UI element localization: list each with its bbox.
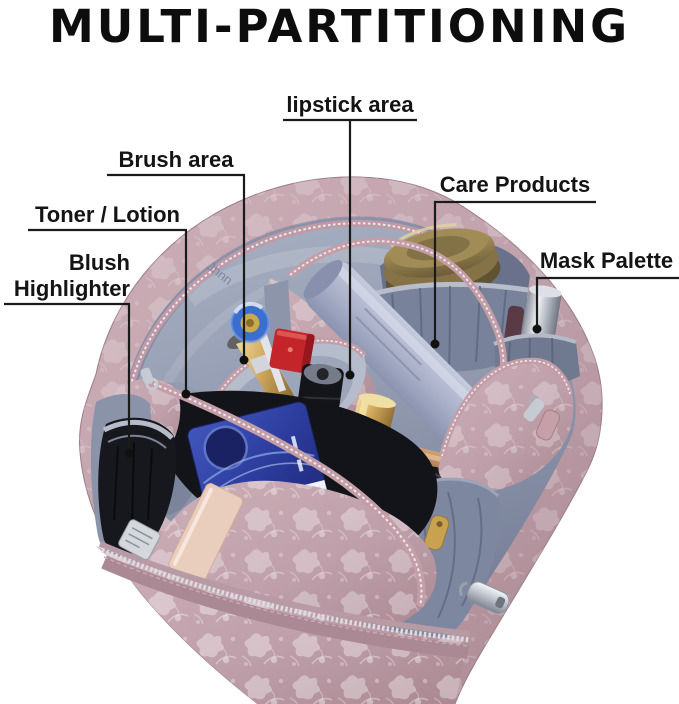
annotation-label-lipstick-area: lipstick area <box>286 92 414 117</box>
leather-trim-band <box>101 555 469 659</box>
annotation-label-care-products: Care Products <box>439 172 591 197</box>
annotation-label-brush-area: Brush area <box>118 147 234 172</box>
annotation-line-blush-highlighter <box>4 302 134 458</box>
main-zipper-teeth <box>101 547 471 643</box>
left-dark-elastic-pocket <box>90 393 177 558</box>
red-lipstick-cube <box>269 328 315 374</box>
gold-zipper-pull <box>424 515 450 551</box>
annotation-line-mask-palette <box>532 276 679 334</box>
annotation-lines <box>4 118 679 458</box>
right-floral-pouch <box>438 357 574 493</box>
annotation-label-blush-line1: Blush <box>68 250 130 275</box>
cosmetic-bag: Jhnn UUHP <box>79 176 603 704</box>
annotation-line-toner-lotion <box>28 228 191 399</box>
annotation-label-blush-highlighter: Blush Highlighter <box>0 250 130 302</box>
blue-tape-roll <box>229 302 271 344</box>
front-pouch-zipper-teeth <box>143 379 423 607</box>
silver-zipper-pull-left <box>140 367 159 391</box>
main-zipper-tape <box>98 541 471 637</box>
annotation-label-blush-line2: Highlighter <box>13 276 130 301</box>
annotation-line-brush-area <box>107 173 249 365</box>
annotation-label-toner-lotion: Toner / Lotion <box>34 202 180 227</box>
page-title: MULTI-PARTITIONING <box>48 0 631 53</box>
annotation-label-mask-palette: Mask Palette <box>539 248 674 273</box>
pouch-zipper-pull-right <box>523 394 560 441</box>
main-zipper-pull <box>458 581 510 614</box>
pink-leather-tab <box>536 409 560 441</box>
black-hex-lipstick <box>297 363 344 410</box>
annotation-line-care-products <box>430 200 596 349</box>
middle-pouch-zipper-teeth <box>289 240 505 381</box>
front-panel <box>96 519 471 704</box>
annotation-line-lipstick-area <box>283 118 417 380</box>
brand-plate <box>118 519 161 560</box>
